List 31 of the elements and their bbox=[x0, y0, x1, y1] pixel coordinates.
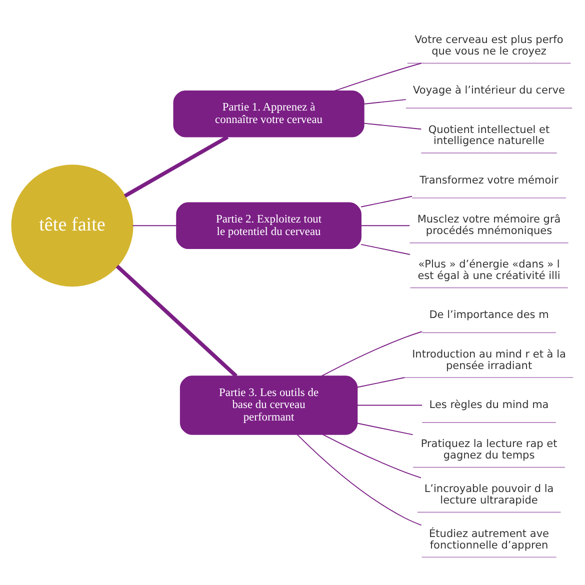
connector bbox=[356, 376, 406, 388]
connector bbox=[360, 224, 410, 226]
connector bbox=[360, 243, 410, 254]
connector bbox=[334, 62, 422, 91]
connector bbox=[132, 224, 177, 226]
node-text: Pratiquez la lecture rap et gagnez du temps bbox=[420, 438, 558, 462]
connector bbox=[363, 98, 406, 104]
node-circle: tête faite bbox=[11, 164, 134, 286]
node-text: Votre cerveau est plus perfo que vous ne le croyez bbox=[414, 33, 564, 57]
connector bbox=[116, 264, 238, 377]
node-text: Transformez votre mémoir bbox=[420, 174, 558, 186]
connector bbox=[356, 422, 414, 435]
node-text: Voyage à l’intérieur du cerve bbox=[413, 84, 566, 96]
connector bbox=[322, 434, 422, 478]
node-box: Partie 1. Apprenez à connaître votre cerveau bbox=[173, 90, 364, 137]
node-box: Partie 2. Exploitez tout le potentiel du cerveau bbox=[176, 202, 362, 249]
connector bbox=[124, 134, 229, 198]
node-text: Étudiez autrement ave fonctionnelle d’appren bbox=[429, 527, 550, 551]
connector bbox=[296, 433, 422, 526]
node-text: De l’importance des m bbox=[429, 308, 549, 321]
node-text: Quotient intellectuel et intelligence naturelle bbox=[428, 123, 550, 147]
connector bbox=[356, 404, 422, 406]
node-text: Musclez votre mémoire grâ procédés mnémoniques bbox=[417, 213, 561, 237]
node-box: Partie 3. Les outils de base du cerveau performant bbox=[180, 375, 358, 434]
node-text: Les règles du mind ma bbox=[429, 398, 549, 410]
connector bbox=[321, 330, 422, 376]
connector bbox=[363, 122, 422, 130]
node-text: L’incroyable pouvoir d la lecture ultrarapide bbox=[424, 482, 554, 506]
node-text: «Plus » d’énergie «dans » l est égal à une créativité illi bbox=[418, 258, 560, 282]
node-text: Introduction au mind r et à la pensée irradiant bbox=[412, 348, 566, 372]
connector bbox=[360, 195, 412, 207]
